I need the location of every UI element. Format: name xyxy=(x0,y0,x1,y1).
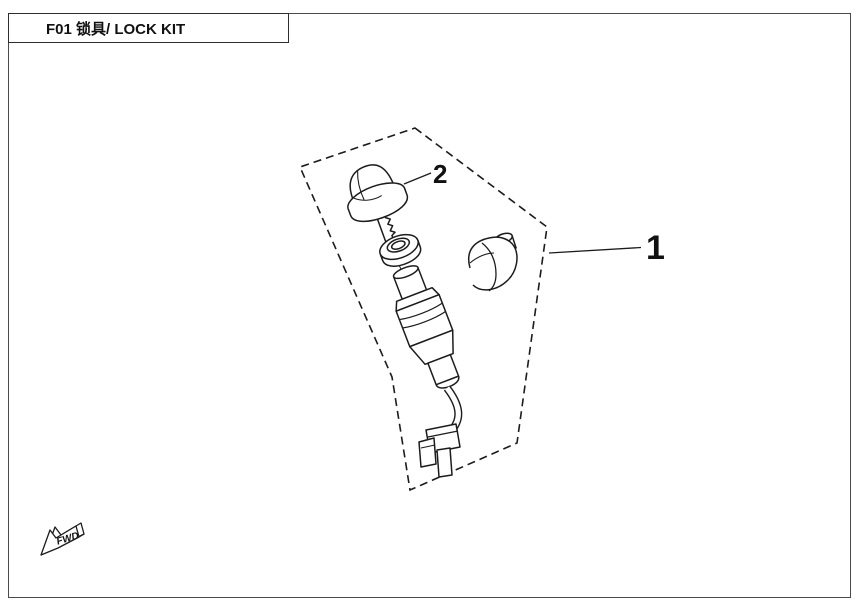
connector-housing-edge xyxy=(427,430,459,438)
key-brim-inner-line xyxy=(353,195,382,201)
lock-cylinder-drawing xyxy=(392,265,460,389)
lock-top-face xyxy=(392,265,419,280)
callout-2-leader-line xyxy=(403,172,432,185)
cap-body xyxy=(468,236,518,291)
page-border xyxy=(8,13,851,598)
wire-connector-drawing xyxy=(418,423,461,478)
page-title: F01 锁具/ LOCK KIT xyxy=(46,20,186,38)
callout-2-label: 2 xyxy=(433,159,447,189)
diagram-title-box: F01 锁具/ LOCK KIT xyxy=(8,13,289,43)
lock-taper xyxy=(409,329,454,366)
key-brim-side xyxy=(347,188,409,223)
fwd-arrow-front-face xyxy=(40,525,80,556)
washer-drawing xyxy=(379,233,422,267)
callout-1-label: 1 xyxy=(646,229,665,267)
fwd-arrow-icon: FWD xyxy=(40,522,85,556)
key-dome-seam xyxy=(357,170,365,201)
fwd-arrow-depth-edge-2 xyxy=(78,533,85,538)
connector-left-block xyxy=(418,437,437,468)
cap-top-edge-line xyxy=(469,252,495,264)
callout-1-leader-line xyxy=(548,246,642,254)
cap-drawing xyxy=(468,232,518,292)
washer-hole xyxy=(390,240,406,250)
connector-tab xyxy=(436,447,453,478)
connector-left-edge xyxy=(420,444,436,449)
ignition-key-drawing xyxy=(347,164,409,245)
lock-body-band-2 xyxy=(402,310,446,329)
cap-face-line xyxy=(481,242,497,292)
lock-lower-cylinder xyxy=(427,353,460,386)
lock-body-band-1 xyxy=(399,302,443,321)
kit-boundary-dashed-outline xyxy=(298,127,548,492)
